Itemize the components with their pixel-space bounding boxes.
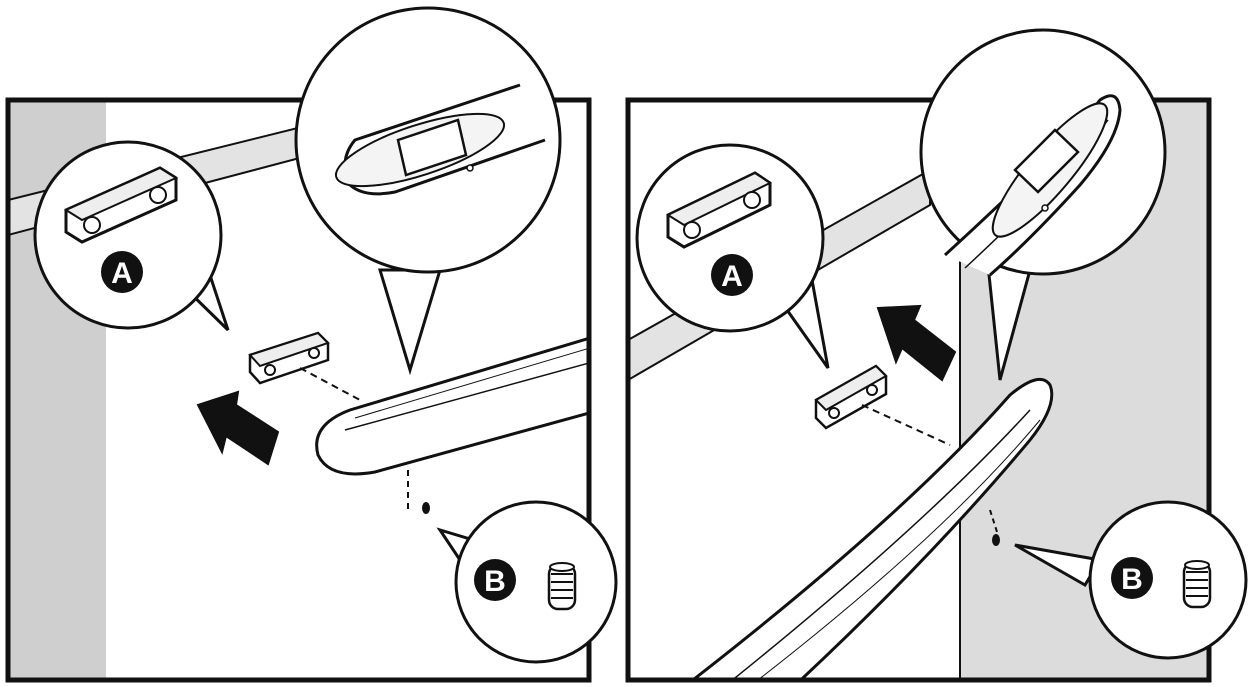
callout-b-right: B bbox=[1014, 500, 1248, 660]
bracket-zoom-a bbox=[63, 166, 179, 244]
panel-left-frame bbox=[5, 97, 592, 683]
mount-slot-right bbox=[1013, 128, 1080, 194]
panel-left: A B bbox=[5, 6, 618, 683]
callout-handle-right bbox=[919, 28, 1167, 381]
set-screw-zoom-icon bbox=[547, 562, 577, 611]
set-screw-b bbox=[422, 502, 430, 514]
bracket-part-a bbox=[248, 331, 330, 385]
bracket-part-a-right bbox=[814, 364, 888, 430]
alignment-line-a-right bbox=[861, 404, 951, 446]
callout-a-right: A bbox=[635, 143, 830, 369]
alignment-line-b-right bbox=[989, 509, 999, 536]
bracket-zoom-a-right bbox=[665, 171, 773, 249]
label-b-badge-right bbox=[1111, 557, 1153, 599]
callout-b-left: B bbox=[436, 500, 618, 664]
set-screw-zoom-icon-right bbox=[1182, 560, 1212, 609]
handle-bar-right bbox=[690, 377, 1054, 680]
label-a-badge bbox=[101, 251, 143, 293]
label-b-text-right: B bbox=[1121, 563, 1143, 596]
label-a-text-right: A bbox=[721, 260, 743, 293]
push-arrow-icon bbox=[196, 390, 280, 466]
label-a-badge-right bbox=[711, 254, 753, 296]
handle-bar bbox=[315, 336, 589, 476]
label-b-badge bbox=[474, 559, 516, 601]
label-b-text: B bbox=[484, 565, 506, 598]
callout-a-left: A bbox=[33, 140, 230, 332]
panel-right: A B bbox=[625, 28, 1248, 683]
set-screw-b-right bbox=[992, 534, 1000, 546]
label-a-text: A bbox=[111, 257, 133, 290]
callout-handle-left bbox=[294, 6, 562, 376]
mount-slot bbox=[396, 118, 468, 177]
panel-right-frame bbox=[625, 97, 1212, 683]
push-arrow-icon-right bbox=[876, 304, 957, 382]
